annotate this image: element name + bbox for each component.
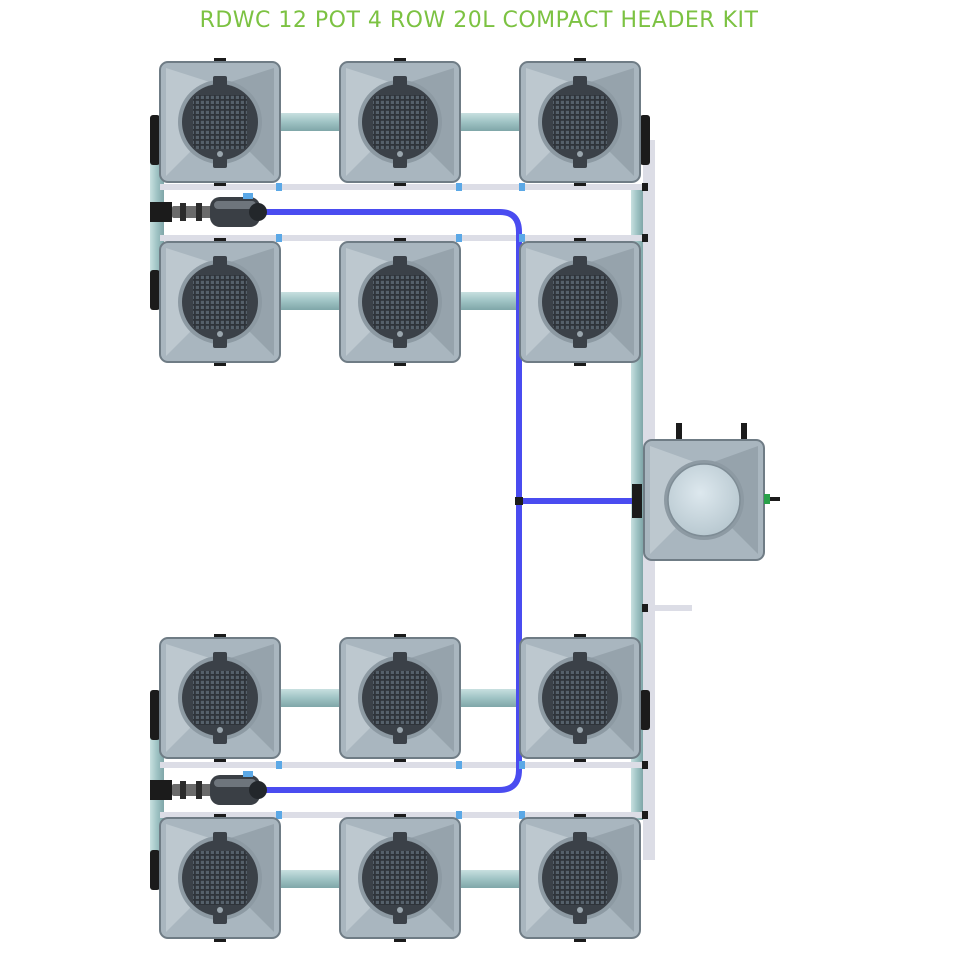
pot xyxy=(339,238,461,366)
net-pot-icon xyxy=(373,95,427,149)
header-tank xyxy=(643,423,780,561)
net-pot-icon xyxy=(193,851,247,905)
diagram-title: RDWC 12 POT 4 ROW 20L COMPACT HEADER KIT xyxy=(199,8,759,33)
pot xyxy=(339,814,461,942)
net-pot-icon xyxy=(193,671,247,725)
pumps xyxy=(150,193,267,805)
net-pot-icon xyxy=(553,671,607,725)
net-pot-icon xyxy=(553,95,607,149)
header-lid xyxy=(667,463,741,537)
pot xyxy=(519,238,641,366)
pot xyxy=(519,58,641,186)
pump-icon xyxy=(150,771,267,805)
pot xyxy=(159,814,281,942)
net-pot-icon xyxy=(193,95,247,149)
pot xyxy=(339,58,461,186)
pot xyxy=(339,634,461,762)
net-pot-icon xyxy=(193,275,247,329)
drain-valve-icon xyxy=(764,494,770,504)
net-pot-icon xyxy=(553,851,607,905)
net-pot-icon xyxy=(373,275,427,329)
pot xyxy=(519,814,641,942)
pot xyxy=(159,634,281,762)
fittings xyxy=(150,115,650,890)
pot xyxy=(159,58,281,186)
net-pot-icon xyxy=(373,851,427,905)
pot xyxy=(159,238,281,366)
pot xyxy=(519,634,641,762)
net-pot-icon xyxy=(373,671,427,725)
pump-icon xyxy=(150,193,267,227)
pots xyxy=(159,58,641,942)
net-pot-icon xyxy=(553,275,607,329)
